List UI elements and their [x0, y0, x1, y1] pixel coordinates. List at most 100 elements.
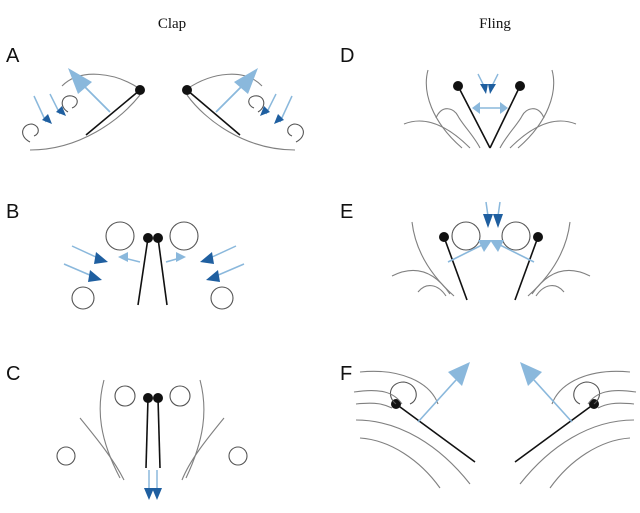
leading-edge [153, 233, 163, 243]
clap-title: Clap [158, 16, 186, 32]
flow-arrow [63, 263, 93, 277]
induced-flow-arrowhead [68, 68, 92, 94]
streamline [61, 73, 141, 90]
vortex [287, 123, 304, 143]
streamline [549, 437, 631, 489]
vortex [71, 286, 95, 310]
wing [157, 237, 168, 306]
flow-arrowhead [493, 214, 503, 228]
wing [186, 89, 241, 136]
streamline [425, 69, 463, 149]
wing [395, 403, 476, 463]
streamline [99, 379, 121, 479]
wing [514, 403, 595, 463]
streamline [79, 417, 125, 481]
leading-edge [453, 81, 463, 91]
panel-label-f: F [340, 363, 352, 385]
panel-b [63, 221, 245, 310]
flow-arrowhead [260, 106, 270, 116]
vortex [501, 221, 531, 251]
panel-c [56, 379, 248, 500]
vortex [56, 446, 76, 466]
streamline [359, 370, 439, 405]
panel-label-e: E [340, 201, 353, 223]
panel-label-b: B [6, 201, 19, 223]
streamline [527, 221, 571, 297]
streamline [186, 94, 296, 151]
wing [489, 85, 521, 149]
vortex [248, 95, 265, 113]
panel-e [391, 201, 591, 301]
streamline [517, 69, 555, 149]
wing [443, 236, 468, 301]
wing [457, 85, 491, 149]
panel-f [353, 362, 637, 489]
flow-arrowhead [480, 84, 488, 94]
streamline [499, 108, 545, 149]
induced-flow-arrowhead [472, 102, 480, 114]
streamline [435, 108, 481, 149]
induced-flow-arrowhead [500, 102, 508, 114]
streamline [185, 379, 205, 479]
vortex [22, 123, 39, 143]
flow-arrow [485, 201, 489, 217]
leading-edge [439, 232, 449, 242]
leading-edge [143, 393, 153, 403]
induced-flow-arrowhead [448, 362, 470, 386]
flow-arrowhead [56, 106, 66, 116]
leading-edge [515, 81, 525, 91]
induced-flow-arrowhead [490, 240, 504, 252]
vortex [105, 221, 135, 251]
induced-flow-arrow [497, 243, 535, 263]
wing [137, 237, 149, 306]
induced-flow-arrow [447, 243, 485, 263]
panel-label-c: C [6, 363, 20, 385]
leading-edge [533, 232, 543, 242]
streamline [181, 417, 225, 481]
streamline [551, 370, 631, 405]
panel-label-d: D [340, 45, 354, 67]
streamline [391, 269, 451, 295]
flow-arrow [33, 95, 47, 123]
vortex [451, 221, 481, 251]
wing [85, 89, 141, 136]
streamline [535, 285, 565, 297]
vortex [389, 381, 417, 405]
panel-d [403, 69, 577, 149]
streamline [411, 221, 455, 297]
flow-arrowhead [274, 114, 284, 124]
vortex [169, 221, 199, 251]
vortex [169, 385, 191, 407]
vortex [114, 385, 136, 407]
streamline [403, 120, 471, 149]
wing [514, 236, 539, 301]
induced-flow-arrow [533, 379, 573, 423]
leading-edge [143, 233, 153, 243]
streamline [531, 269, 591, 295]
jet-arrowhead [152, 488, 162, 500]
streamline [353, 389, 403, 405]
vortex [61, 95, 78, 113]
induced-flow-arrowhead [176, 252, 186, 262]
streamline [509, 120, 577, 149]
streamline [519, 419, 635, 485]
wing [145, 397, 149, 469]
flow-arrow [71, 245, 99, 259]
streamline [355, 402, 393, 409]
streamline [359, 437, 441, 489]
wing [157, 397, 161, 469]
panel-a [22, 68, 304, 151]
leading-edge [153, 393, 163, 403]
jet-arrowhead [144, 488, 154, 500]
fling-title: Fling [479, 16, 511, 32]
flow-arrow [279, 95, 293, 123]
induced-flow-arrow [417, 379, 457, 423]
flow-arrow [209, 245, 237, 259]
streamline [417, 285, 447, 297]
streamline [587, 389, 637, 405]
flow-arrow [215, 263, 245, 277]
induced-flow-arrowhead [234, 68, 258, 94]
leading-edge [135, 85, 145, 95]
streamline [597, 402, 635, 409]
